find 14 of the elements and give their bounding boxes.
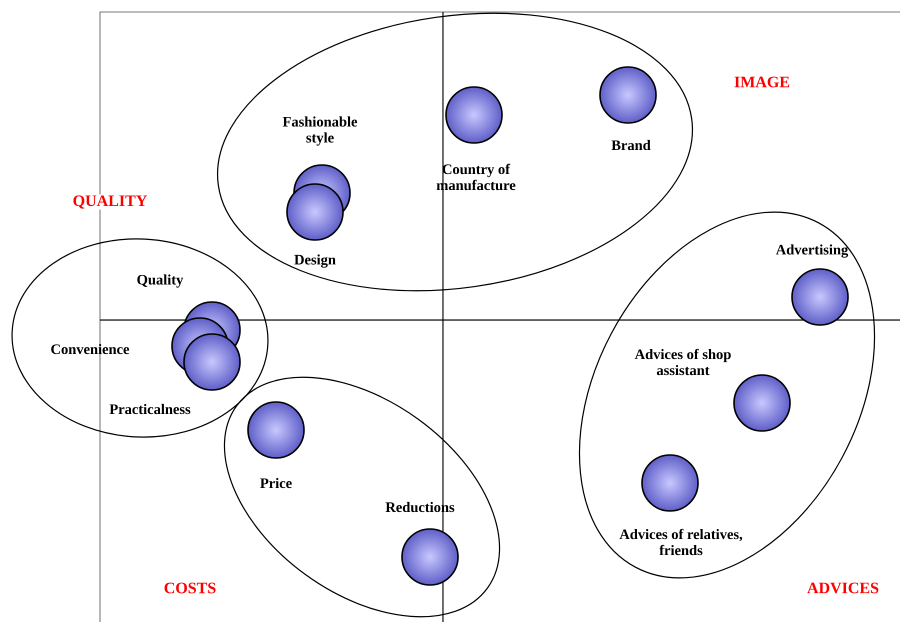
bubble-label: Design bbox=[294, 254, 336, 268]
category-label: IMAGE bbox=[733, 76, 791, 88]
bubble-label: Advertising bbox=[776, 244, 848, 258]
category-label: ADVICES bbox=[806, 582, 880, 594]
bubble-label: Fashionable style bbox=[282, 116, 358, 146]
bubble-label: Practicalness bbox=[110, 404, 190, 414]
bubble-label: Advices of shop assistant bbox=[634, 348, 731, 376]
bubble-label: Advices of relatives, friends bbox=[619, 528, 742, 556]
category-label: QUALITY bbox=[72, 194, 148, 210]
category-label: COSTS bbox=[162, 582, 218, 594]
bubble-label: Brand bbox=[612, 140, 651, 150]
bubble-label: Quality bbox=[137, 274, 184, 288]
group-ellipse bbox=[12, 238, 268, 438]
bubble-label: Price bbox=[260, 478, 292, 488]
